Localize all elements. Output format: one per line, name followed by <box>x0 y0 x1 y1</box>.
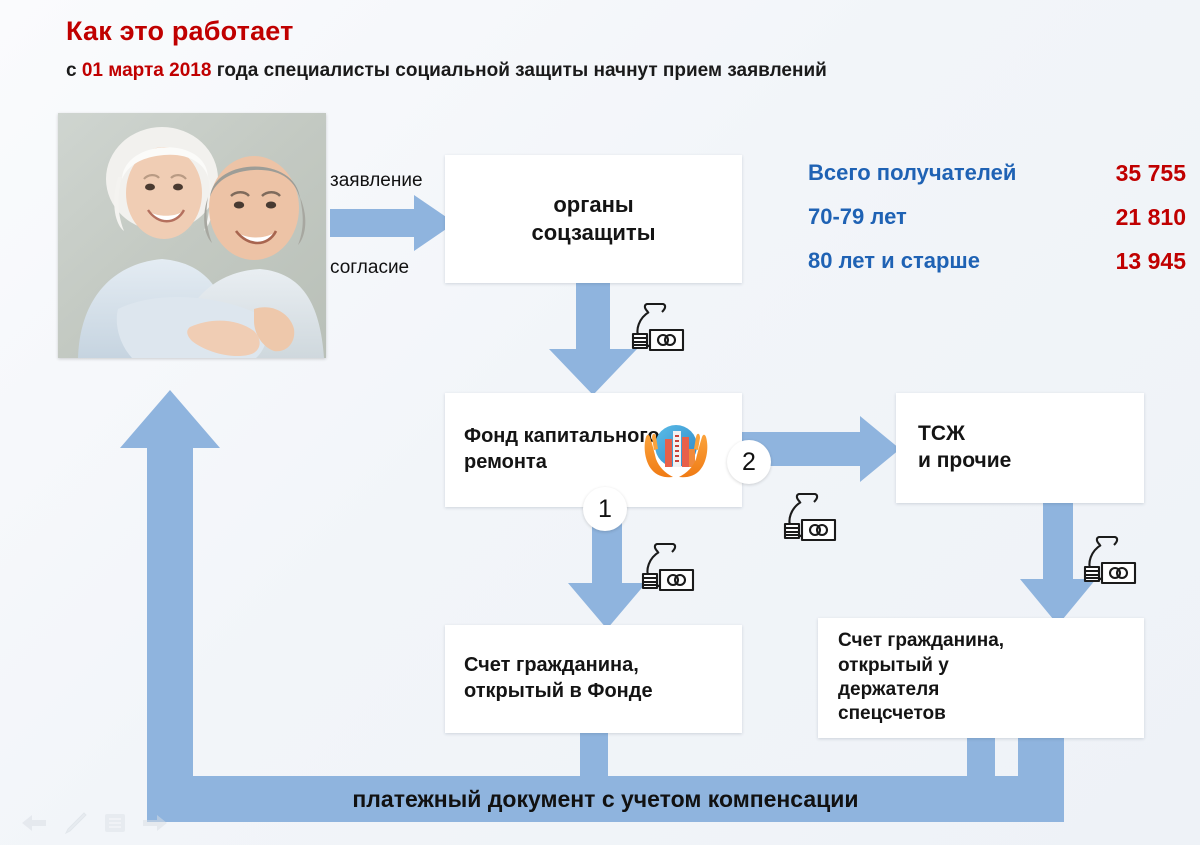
step-marker-1: 1 <box>583 487 627 531</box>
return-path-bottom-bar <box>147 776 1064 822</box>
arrow-soc-to-fond <box>549 283 637 395</box>
capital-repair-fund-logo-icon <box>643 417 709 479</box>
return-path-right-segment <box>1018 737 1064 779</box>
stat-value: 35 755 <box>1115 160 1186 186</box>
node-citizen-account-special[interactable]: Счет гражданина, открытый у держателя сп… <box>818 618 1144 738</box>
back-arrow-icon[interactable] <box>22 813 46 833</box>
node-label: ТСЖ и прочие <box>918 422 1012 472</box>
money-bag-icon <box>630 300 688 358</box>
node-label: Фонд капитального ремонта <box>464 425 660 473</box>
return-arrow-up-icon <box>120 390 220 506</box>
bottom-bar-label: платежный документ с учетом компенсации <box>352 785 859 812</box>
stat-label: 80 лет и старше <box>808 248 980 273</box>
money-bag-icon <box>782 490 840 548</box>
node-capital-repair-fund[interactable]: Фонд капитального ремонта <box>445 393 742 507</box>
node-citizen-account-fund[interactable]: Счет гражданина, открытый в Фонде <box>445 625 742 733</box>
node-social-protection[interactable]: органы соцзащиты <box>445 155 742 283</box>
step-marker-label: 2 <box>742 447 756 476</box>
subtitle-date: 01 марта 2018 <box>81 60 212 81</box>
arrow-fond-to-tsj <box>742 416 900 482</box>
arrow-label-consent: согласие <box>330 257 410 278</box>
stat-value: 21 810 <box>1115 204 1186 230</box>
pen-icon[interactable] <box>63 812 87 834</box>
stat-row: 80 лет и старше 13 945 <box>808 248 1186 292</box>
arrow-label-application: заявление <box>330 170 423 191</box>
stat-label: 70-79 лет <box>808 204 907 229</box>
page-subtitle: с 01 марта 2018 года специалисты социаль… <box>66 60 827 82</box>
stat-label: Всего получателей <box>808 160 1017 185</box>
step-marker-label: 1 <box>598 494 612 523</box>
subtitle-lead: с <box>66 60 82 81</box>
document-icon[interactable] <box>104 813 126 833</box>
node-label: Счет гражданина, открытый в Фонде <box>464 654 653 702</box>
return-path-connector-right <box>967 730 995 779</box>
money-bag-icon <box>1082 533 1140 591</box>
money-bag-icon <box>640 540 698 598</box>
bottom-toolbar[interactable] <box>22 812 167 834</box>
node-label: Счет гражданина, открытый у держателя сп… <box>838 630 1005 725</box>
node-hoa-and-others[interactable]: ТСЖ и прочие <box>896 393 1144 503</box>
arrow-fond-to-account <box>568 507 646 629</box>
return-path-left-segment <box>147 500 193 778</box>
subtitle-rest: года специалисты социальной защиты начну… <box>211 60 827 81</box>
step-marker-2: 2 <box>727 440 771 484</box>
stats-panel: Всего получателей 35 755 70-79 лет 21 81… <box>808 160 1186 292</box>
forward-arrow-icon[interactable] <box>143 813 167 833</box>
stat-row: 70-79 лет 21 810 <box>808 204 1186 248</box>
page-title: Как это работает <box>66 16 294 46</box>
arrow-photo-to-soc <box>330 195 455 251</box>
return-path-connector-left <box>580 733 608 779</box>
stat-row: Всего получателей 35 755 <box>808 160 1186 204</box>
elderly-couple-photo <box>58 113 326 358</box>
stat-value: 13 945 <box>1115 248 1186 274</box>
arrow-tsj-to-account <box>1020 503 1096 625</box>
node-label: органы соцзащиты <box>531 191 656 245</box>
